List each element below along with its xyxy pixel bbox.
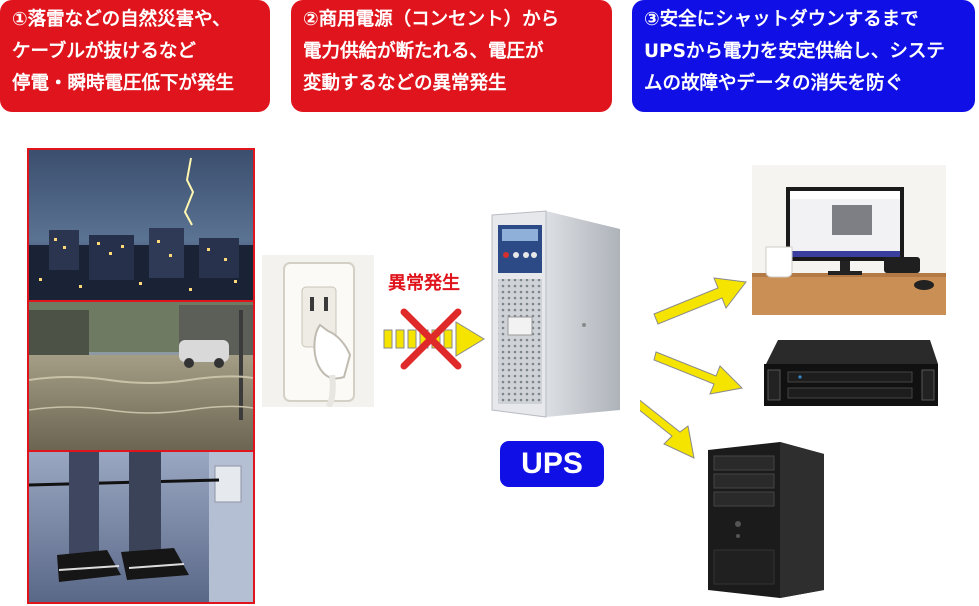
abnormal-label: 異常発生 [388, 273, 460, 294]
tower-pc-image [708, 442, 824, 598]
callout-3-line-3: ムの故障やデータの消失を防ぐ [644, 73, 904, 94]
callout-2-line-1: ②商用電源（コンセント）から [303, 9, 560, 30]
dashed-arrow [383, 321, 485, 357]
rack-server-image [764, 340, 938, 406]
disaster-photos [28, 150, 254, 602]
desktop-pc-image [752, 165, 946, 315]
power-interrupted-arrow [383, 308, 485, 370]
callout-2-line-3: 変動するなどの異常発生 [303, 73, 507, 94]
callout-1-line-2: ケーブルが抜けるなど [12, 41, 196, 62]
callout-1-line-3: 停電・瞬時電圧低下が発生 [12, 73, 235, 94]
ups-badge: UPS [500, 441, 604, 487]
arrow-to-desktop [653, 277, 747, 325]
output-arrows [640, 277, 747, 459]
callout-3-line-1: ③安全にシャットダウンするまで [644, 9, 919, 30]
flood-photo [28, 302, 254, 450]
arrow-to-tower [640, 399, 695, 459]
callout-power-failure: ②商用電源（コンセント）から 電力供給が断たれる、電圧が 変動するなどの異常発生 [291, 0, 612, 112]
lightning-city-photo [29, 150, 253, 300]
cable-pull-photo [28, 452, 253, 602]
ups-unit [491, 210, 620, 418]
power-outlet [262, 255, 374, 407]
callout-3-line-2: UPSから電力を安定供給し、システ [644, 41, 945, 62]
disaster-photo-column [27, 148, 255, 604]
callout-1-line-1: ①落雷などの自然災害や、 [12, 9, 231, 30]
cross-icon [400, 308, 462, 370]
callout-2-line-2: 電力供給が断たれる、電圧が [303, 41, 544, 62]
arrow-to-server [653, 351, 744, 395]
callout-natural-disaster: ①落雷などの自然災害や、 ケーブルが抜けるなど 停電・瞬時電圧低下が発生 [0, 0, 270, 112]
callout-ups-protection: ③安全にシャットダウンするまで UPSから電力を安定供給し、システ ムの故障やデ… [632, 0, 975, 112]
